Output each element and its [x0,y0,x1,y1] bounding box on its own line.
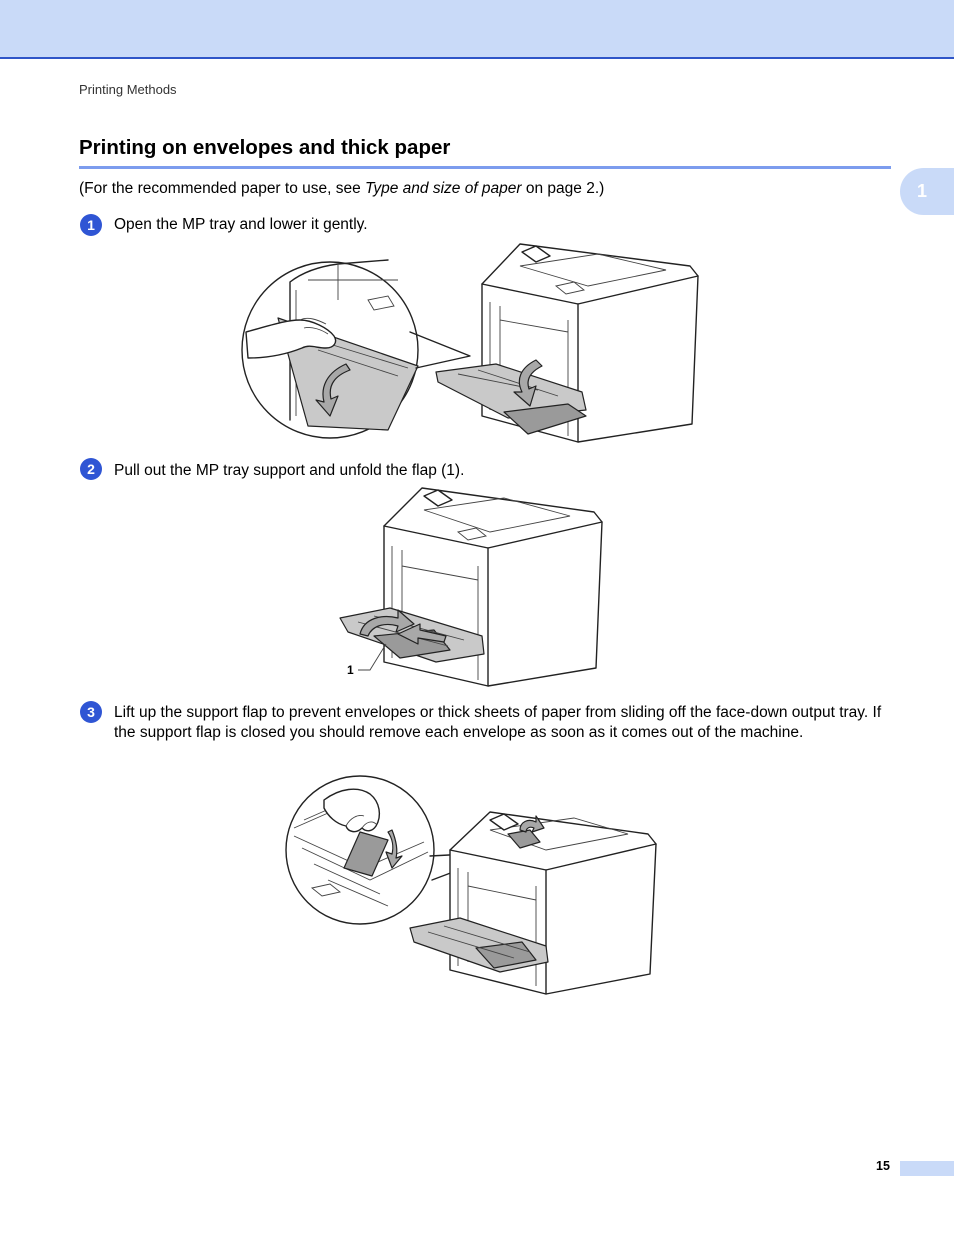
step-1-badge: 1 [80,214,102,236]
title-underline [79,166,891,169]
section-title: Printing on envelopes and thick paper [79,136,451,159]
figure-lift-support-flap [285,775,657,995]
figure-unfold-flap: 1 [339,487,603,687]
chapter-number: 1 [917,181,928,201]
chapter-tab[interactable]: 1 [900,168,954,215]
page-number: 15 [876,1159,890,1173]
intro-text: (For the recommended paper to use, see T… [79,180,604,198]
intro-prefix: (For the recommended paper to use, see [79,180,366,197]
step-3-badge: 3 [80,701,102,723]
step-2-badge: 2 [80,458,102,480]
footer-band [900,1161,954,1176]
step-1-text: Open the MP tray and lower it gently. [114,216,368,233]
callout-flap-label: 1 [347,663,354,677]
step-2-text: Pull out the MP tray support and unfold … [114,462,465,479]
header-band [0,0,954,59]
paper-type-link[interactable]: Type and size of paper [365,180,522,197]
figure-open-mp-tray [241,243,699,443]
intro-suffix: on page 2.) [521,180,605,197]
breadcrumb: Printing Methods [79,82,177,97]
step-3-text: Lift up the support flap to prevent enve… [114,704,882,741]
